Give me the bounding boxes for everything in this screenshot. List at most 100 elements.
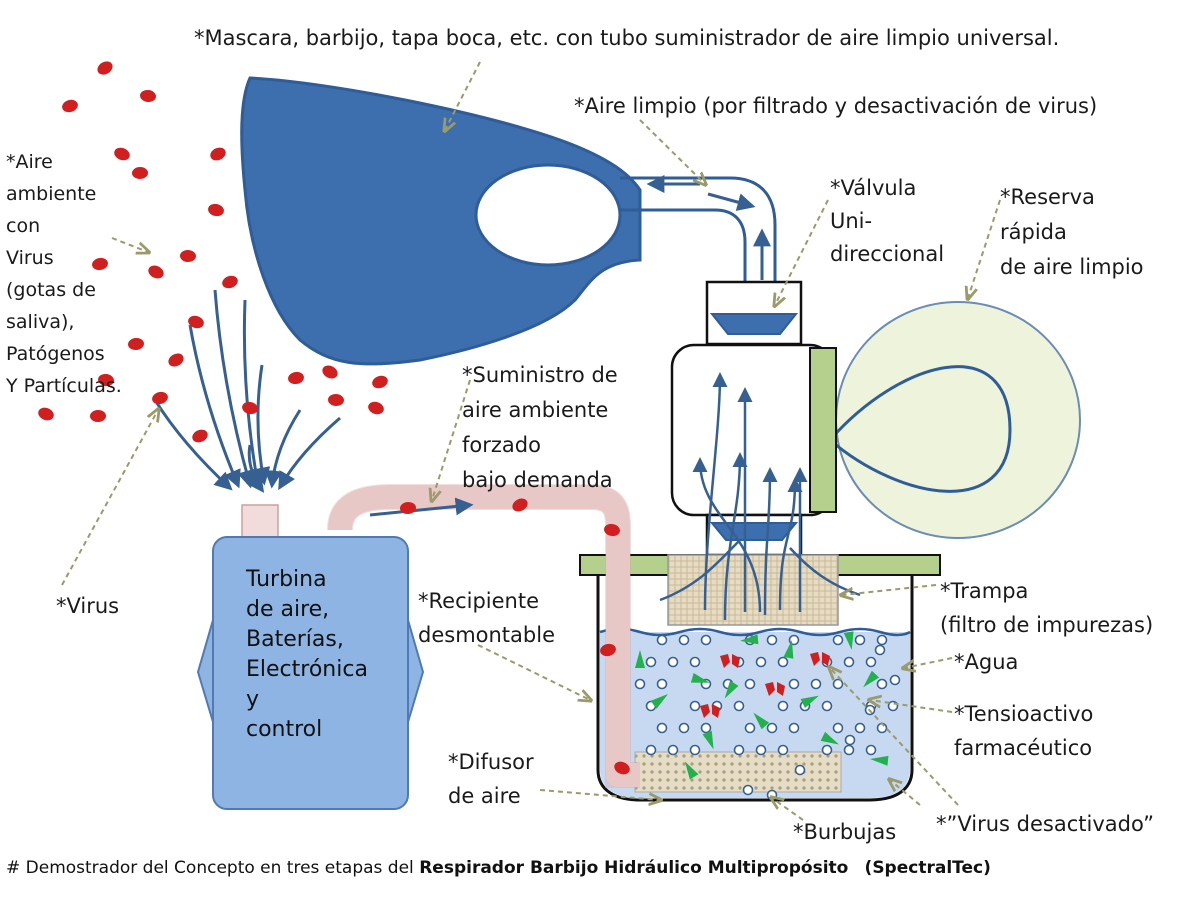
label-agua: *Agua — [954, 650, 1019, 674]
bubble — [645, 656, 657, 668]
label-valvula-line1: *Válvula — [830, 176, 917, 200]
label-valvula: *Válvula Uni- direccional — [830, 172, 944, 271]
label-trampa-line2: (filtro de impurezas) — [940, 613, 1154, 637]
bubble — [678, 634, 690, 646]
mask-ear-hole — [474, 163, 622, 267]
label-suministro-line3: forzado — [462, 433, 541, 457]
turbine-left-fin — [196, 619, 214, 723]
flow-arrow — [762, 467, 778, 616]
label-suministro-line2: aire ambiente — [462, 398, 609, 422]
bubble — [874, 644, 886, 656]
bubble — [755, 744, 767, 756]
label-reserva-line2: rápida — [1000, 220, 1067, 244]
bubble — [656, 722, 668, 734]
label-aire-ambiente-line6: saliva), — [6, 311, 75, 333]
virus-particle — [288, 371, 304, 385]
deactivated-virus — [700, 704, 720, 718]
bubble — [656, 634, 668, 646]
bubble — [689, 744, 701, 756]
pointer-suministro — [432, 379, 471, 500]
intake-arrow — [246, 444, 265, 493]
label-trampa-line1: *Trampa — [940, 579, 1029, 603]
bubble — [700, 722, 712, 734]
label-suministro: *Suministro de aire ambiente forzado baj… — [462, 358, 618, 498]
caption: # Demostrador del Concepto en tres etapa… — [6, 858, 991, 878]
intake-arrow — [264, 409, 302, 489]
flow-arrow — [778, 477, 803, 611]
virus-particle — [132, 166, 148, 180]
pointer-reserva — [968, 199, 1001, 298]
virus-particle — [208, 203, 224, 217]
virus-particle — [62, 99, 78, 113]
label-burbujas: *Burbujas — [793, 820, 897, 844]
bubble — [821, 744, 833, 756]
bubble — [832, 722, 844, 734]
bubble — [755, 656, 767, 668]
pointer-mascara — [445, 61, 481, 130]
pointer-trampa — [842, 584, 937, 595]
surfactant-molecule — [635, 650, 645, 668]
bubble — [689, 656, 701, 668]
green-connector — [809, 347, 837, 513]
label-turbina-line5: y — [246, 687, 260, 712]
deactivated-virus — [810, 652, 830, 666]
virus-particle — [180, 249, 196, 263]
bubble — [865, 656, 877, 668]
label-virus-desactivado: *”Virus desactivado” — [936, 812, 1154, 836]
surfactant-molecule — [820, 731, 839, 745]
virus-particle — [600, 643, 616, 657]
virus-particle — [328, 393, 344, 407]
virus-particle — [192, 429, 208, 443]
flow-arrow — [692, 457, 762, 613]
surfactant-molecule — [843, 631, 854, 650]
virus-particle — [140, 89, 156, 103]
bubble — [832, 678, 844, 690]
bubble — [854, 634, 866, 646]
surfactant-molecule — [650, 693, 668, 709]
label-mascara: *Mascara, barbijo, tapa boca, etc. con t… — [194, 26, 1060, 50]
bubble — [854, 722, 866, 734]
label-suministro-line1: *Suministro de — [462, 363, 618, 387]
label-turbina-line4: Electrónica — [246, 657, 368, 682]
virus-particle — [128, 337, 144, 351]
label-turbina-line1: Turbina — [246, 567, 327, 592]
pointer-tensioactivo — [870, 700, 953, 713]
surfactant-molecule — [783, 640, 794, 659]
bubble — [733, 744, 745, 756]
mask-shape — [240, 76, 642, 366]
intake-arrow — [278, 416, 341, 491]
virus-particle — [92, 257, 108, 271]
label-tensioactivo-line2: farmacéutico — [954, 736, 1093, 760]
virus-particle — [152, 391, 168, 405]
bubble — [656, 678, 668, 690]
label-aire-ambiente-line7: Patógenos — [6, 343, 105, 365]
virus-particle — [368, 401, 384, 415]
virus-particle — [400, 501, 416, 515]
reserve-bag-loop — [827, 365, 1012, 493]
bubble — [777, 700, 789, 712]
water-surface — [599, 627, 911, 637]
caption-suffix: (SpectralTec) — [864, 858, 991, 878]
label-aire-limpio: *Aire limpio (por filtrado y desactivaci… — [574, 94, 1098, 118]
virus-particle — [188, 315, 204, 329]
bubble — [777, 656, 789, 668]
bubble — [777, 744, 789, 756]
label-suministro-line4: bajo demanda — [462, 468, 613, 492]
label-difusor: *Difusor de aire — [448, 745, 534, 813]
bubble — [844, 734, 856, 746]
bubble — [821, 700, 833, 712]
surfactant-molecule — [870, 755, 889, 766]
deactivated-virus — [720, 654, 740, 668]
virus-particle — [210, 147, 226, 161]
bubble — [744, 722, 756, 734]
virus-particle — [322, 365, 338, 379]
surfactant-molecule — [724, 680, 739, 699]
valve-flap — [709, 313, 799, 335]
label-pointers — [61, 61, 1001, 821]
virus-particle — [512, 498, 528, 512]
virus-particle — [242, 401, 258, 415]
label-turbina-line2: de aire, — [246, 597, 330, 622]
virus-particle — [372, 375, 388, 389]
